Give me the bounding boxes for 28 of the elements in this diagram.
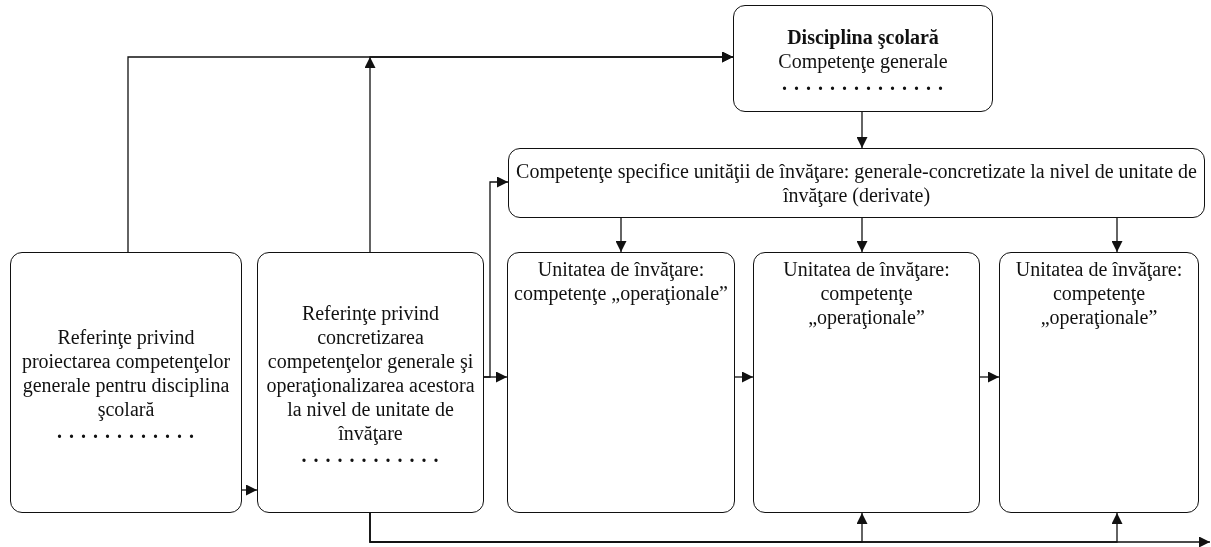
dotted-line: . . . . . . . . . . . . . . xyxy=(782,72,944,93)
text-box xyxy=(733,5,993,112)
body-text: Competenţe specifice unităţii de învăţare: generale-concretizate la nivel de unitate de învăţare (derivate) xyxy=(515,159,1198,207)
text-box xyxy=(753,252,980,513)
text-box xyxy=(507,252,735,513)
arrow xyxy=(369,512,1211,547)
arrow xyxy=(1111,217,1123,253)
arrow xyxy=(615,217,627,253)
arrow xyxy=(734,371,754,383)
text-box xyxy=(10,252,242,513)
heading-text: Disciplina şcolară xyxy=(787,24,939,49)
dotted-line: . . . . . . . . . . . . xyxy=(57,420,195,441)
arrow xyxy=(856,217,868,253)
body-text: Referinţe privind concretizarea competenţelor generale şi operaţionalizarea acestora la nivel de unitate de învăţare xyxy=(265,300,476,445)
body-text: Unitatea de învăţare: competenţe „operaţionale” xyxy=(1014,257,1184,329)
body-text: Referinţe privind proiectarea competenţelor generale pentru disciplina şcolară xyxy=(20,324,232,421)
body-text: Unitatea de învăţare: competenţe „operaţionale” xyxy=(514,257,728,305)
arrow xyxy=(856,111,868,149)
body-text: Unitatea de învăţare: competenţe „operaţionale” xyxy=(782,257,951,329)
arrow xyxy=(241,484,258,496)
arrow xyxy=(365,52,734,253)
dotted-line: . . . . . . . . . . . . xyxy=(301,444,440,465)
arrow xyxy=(483,371,508,383)
arrow xyxy=(979,371,1000,383)
body-text: Competenţe generale xyxy=(778,49,948,73)
text-box xyxy=(999,252,1199,513)
text-box xyxy=(508,148,1205,218)
text-box xyxy=(257,252,484,513)
